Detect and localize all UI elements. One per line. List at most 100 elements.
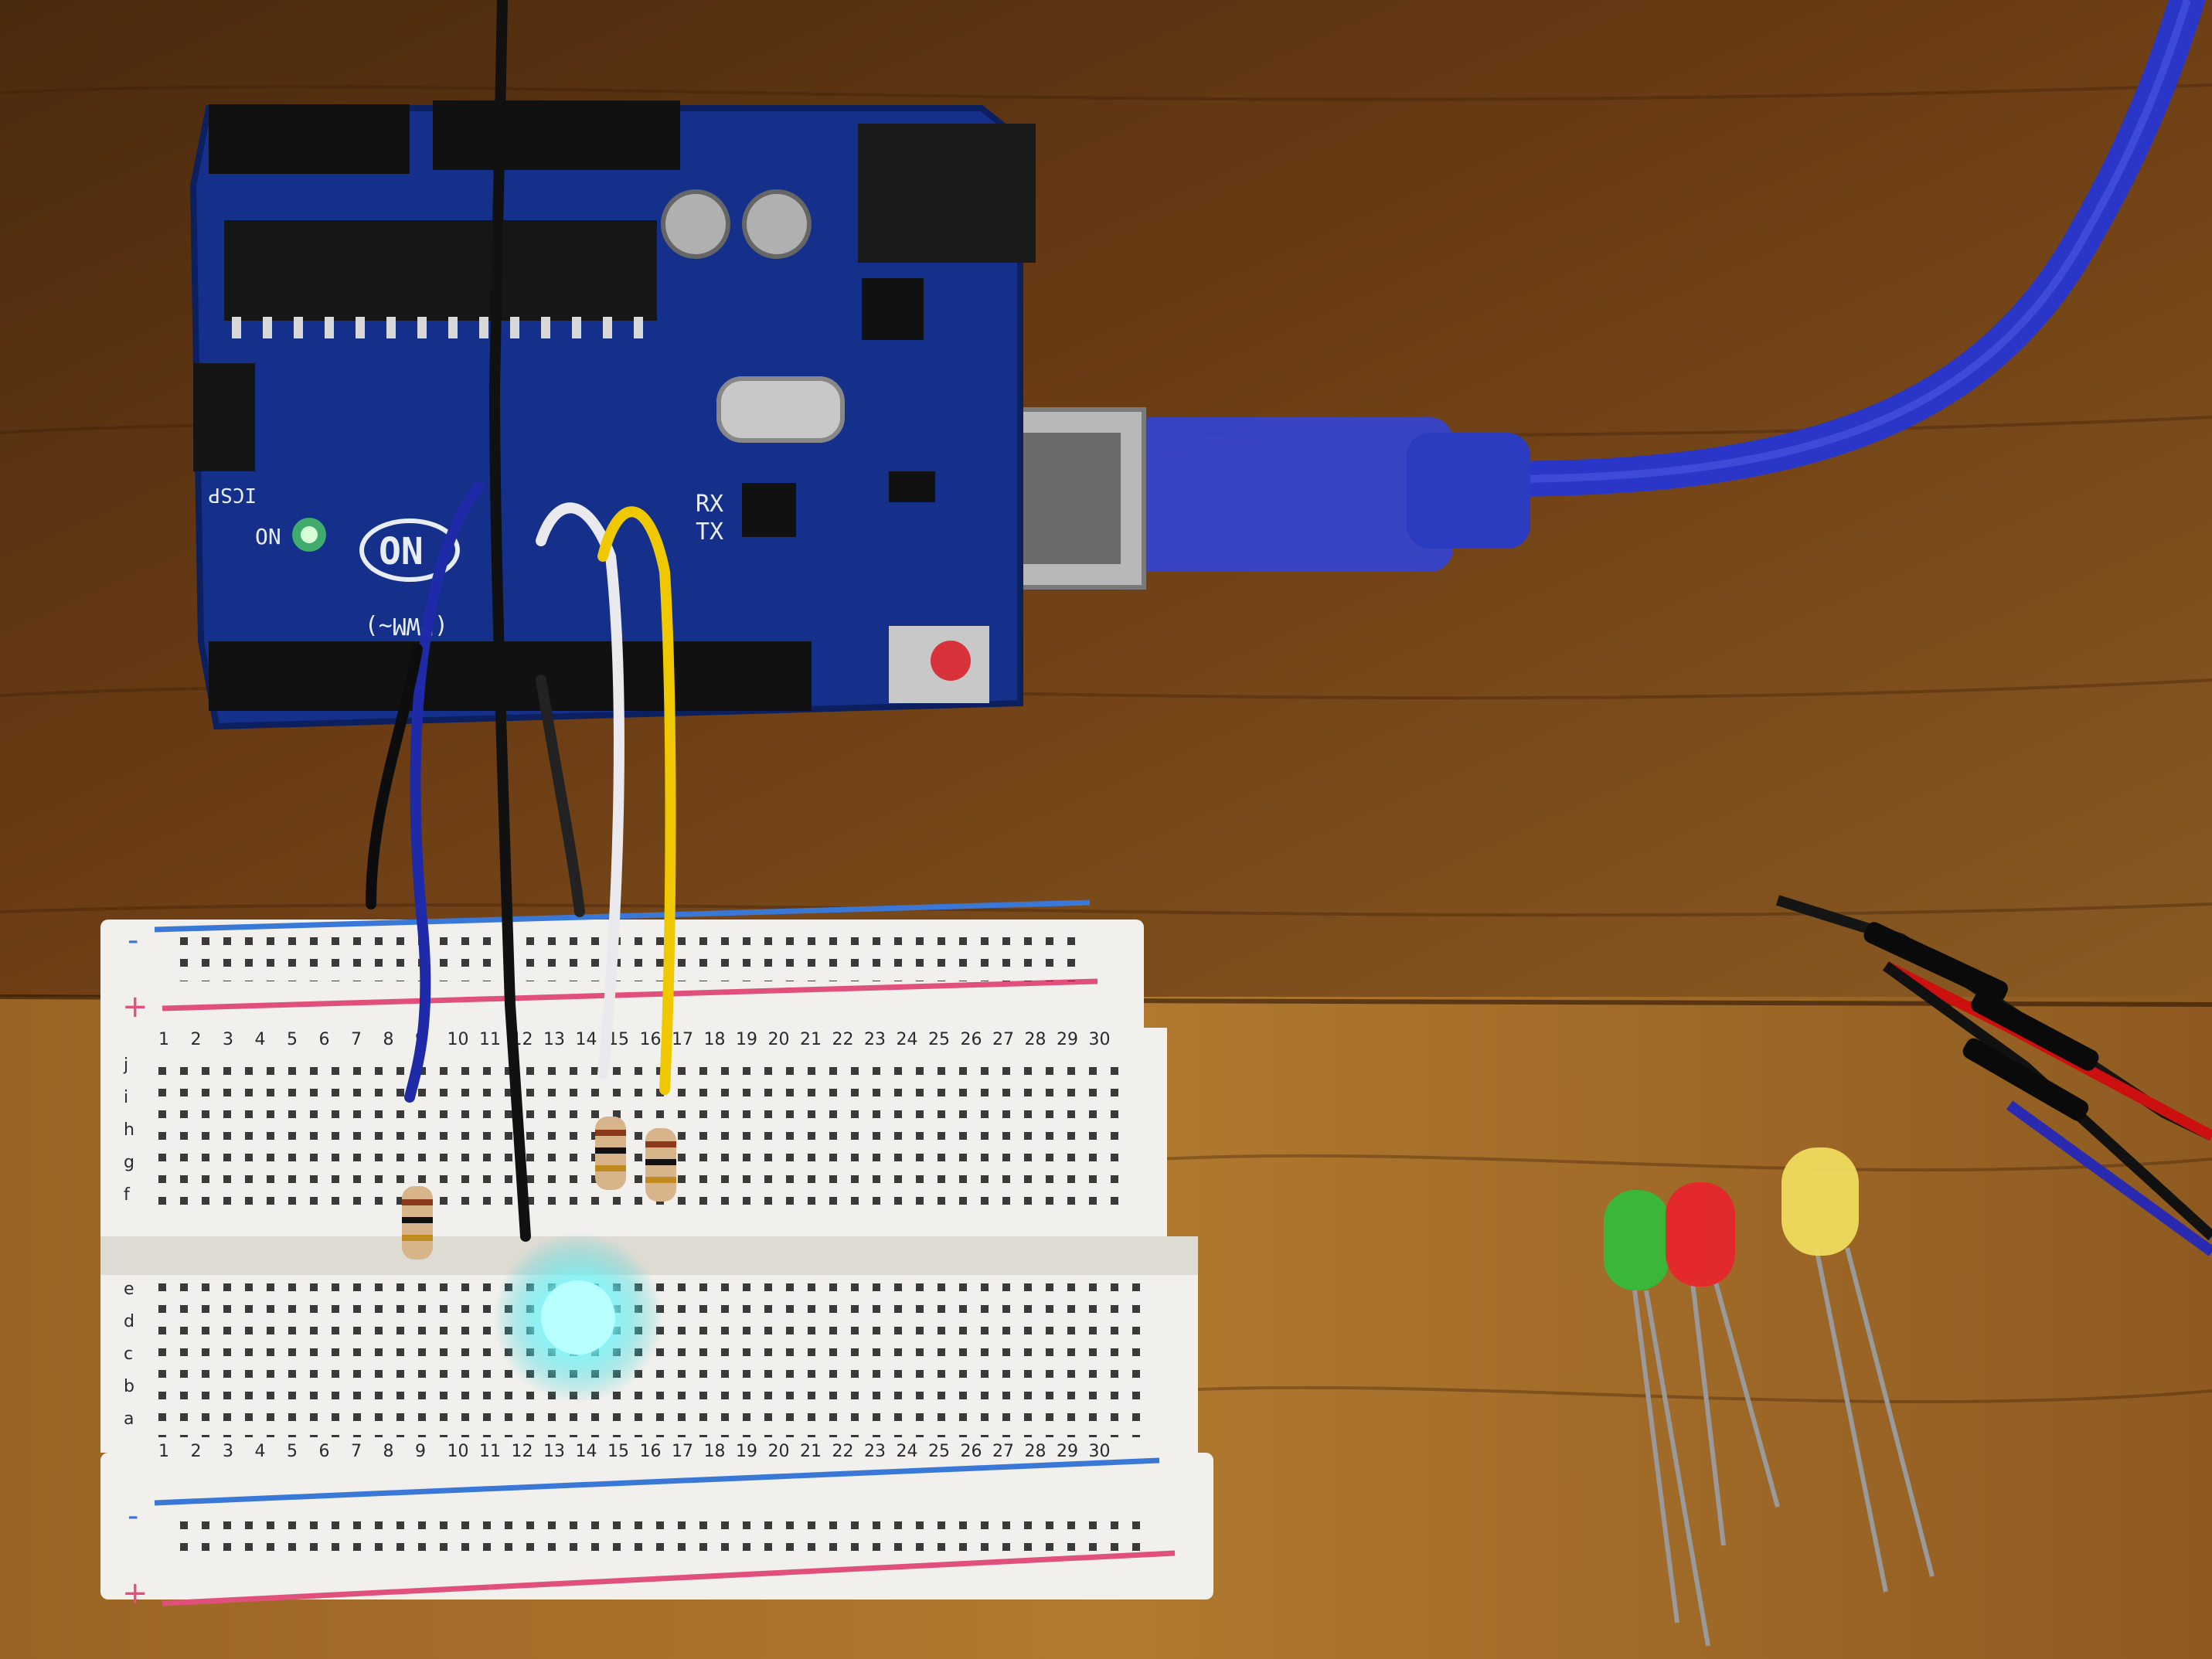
bottom-rail-holes (178, 1515, 1152, 1561)
column-number-top: 21 (800, 1030, 822, 1049)
column-number-top: 1 (158, 1030, 169, 1049)
column-number-bottom: 24 (897, 1442, 918, 1461)
icsp-header (193, 363, 255, 471)
column-number-bottom: 5 (287, 1442, 298, 1461)
top-rail-blue-line (154, 899, 1091, 933)
bottom-rail-plus: + (122, 1576, 148, 1611)
column-number-bottom: 8 (383, 1442, 394, 1461)
digital-header (209, 641, 812, 711)
column-number-top: 5 (287, 1030, 298, 1049)
dc-power-jack (858, 124, 1036, 263)
analog-header (209, 104, 410, 174)
capacitor (742, 189, 812, 259)
column-numbers: 1122334455667788991010111112121313141415… (158, 1030, 1111, 1461)
column-number-bottom: 26 (961, 1442, 982, 1461)
rx-label: RX (696, 491, 723, 518)
pwm-label: (PWM~) (365, 612, 448, 639)
column-number-bottom: 18 (704, 1442, 726, 1461)
board-logo (359, 518, 460, 582)
column-number-top: 7 (351, 1030, 362, 1049)
usb-plug-body (1128, 417, 1453, 572)
column-number-bottom: 11 (479, 1442, 501, 1461)
jumper-wires (366, 0, 676, 1242)
bottom-rail-minus: - (128, 1498, 138, 1534)
column-number-bottom: 22 (832, 1442, 854, 1461)
icsp-label: ICSP (208, 483, 257, 506)
column-number-top: 24 (897, 1030, 918, 1049)
column-number-top: 4 (255, 1030, 266, 1049)
column-number-bottom: 4 (255, 1442, 266, 1461)
svg-text:g: g (124, 1153, 134, 1172)
column-number-bottom: 29 (1057, 1442, 1078, 1461)
column-number-top: 3 (223, 1030, 233, 1049)
column-number-bottom: 9 (415, 1442, 426, 1461)
svg-text:b: b (124, 1377, 134, 1396)
svg-text:h: h (124, 1120, 134, 1140)
column-number-bottom: 12 (512, 1442, 533, 1461)
power-header (433, 100, 680, 170)
column-number-bottom: 30 (1089, 1442, 1111, 1461)
column-number-bottom: 25 (928, 1442, 950, 1461)
capacitor (661, 189, 730, 259)
top-rail-plus: + (122, 989, 148, 1025)
column-number-bottom: 21 (800, 1442, 822, 1461)
svg-text:d: d (124, 1312, 134, 1331)
column-number-top: 10 (448, 1030, 469, 1049)
column-number-bottom: 10 (448, 1442, 469, 1461)
column-number-bottom: 6 (319, 1442, 330, 1461)
top-rail-holes (170, 935, 1082, 981)
column-number-top: 18 (704, 1030, 726, 1049)
column-number-top: 8 (383, 1030, 394, 1049)
column-number-top: 19 (736, 1030, 757, 1049)
column-number-top: 27 (992, 1030, 1014, 1049)
yellow-led (1782, 1147, 1935, 1593)
arduino-uno-board: ICSP ON RX TX ON (PWM~) (189, 100, 1036, 730)
loose-leds (1604, 1147, 1935, 1647)
column-number-top: 25 (928, 1030, 950, 1049)
column-number-top: 23 (864, 1030, 886, 1049)
microcontroller-chip (224, 220, 657, 321)
svg-text:j: j (123, 1056, 128, 1075)
svg-text:e: e (124, 1280, 134, 1299)
column-number-bottom: 3 (223, 1442, 233, 1461)
column-number-bottom: 13 (543, 1442, 565, 1461)
column-number-bottom: 28 (1025, 1442, 1046, 1461)
reset-button (931, 641, 971, 681)
loose-jumper-wires (1775, 895, 2212, 1256)
column-number-top: 29 (1057, 1030, 1078, 1049)
column-number-bottom: 16 (640, 1442, 662, 1461)
column-number-top: 28 (1025, 1030, 1046, 1049)
top-rail-minus: - (128, 923, 138, 958)
column-number-top: 2 (191, 1030, 202, 1049)
column-number-bottom: 23 (864, 1442, 886, 1461)
column-number-bottom: 15 (607, 1442, 629, 1461)
column-number-top: 16 (640, 1030, 662, 1049)
column-number-top: 14 (576, 1030, 597, 1049)
column-number-top: 11 (479, 1030, 501, 1049)
bottom-rail-blue-line (154, 1457, 1160, 1506)
white-wire (536, 502, 624, 1079)
column-number-bottom: 17 (672, 1442, 693, 1461)
column-number-bottom: 20 (768, 1442, 790, 1461)
breadboard: - + - + j i h g f e d c b a 112233445566… (100, 899, 1213, 1611)
rgb-led (541, 1280, 615, 1355)
svg-text:a: a (124, 1409, 134, 1429)
usb-interface-chip (742, 483, 796, 537)
bottom-rail-red-line (162, 1550, 1176, 1606)
column-number-top: 6 (319, 1030, 330, 1049)
resistors (402, 1117, 676, 1260)
svg-text:c: c (124, 1345, 133, 1364)
yellow-wire (597, 506, 676, 1095)
column-number-top: 30 (1089, 1030, 1111, 1049)
red-led (1666, 1182, 1780, 1546)
column-number-top: 13 (543, 1030, 565, 1049)
tx-label: TX (696, 518, 723, 546)
top-rail-red-line (162, 978, 1098, 1011)
crystal-oscillator (716, 376, 845, 443)
row-letters-top: j i h g f (123, 1056, 134, 1205)
column-number-top: 26 (961, 1030, 982, 1049)
column-number-top: 20 (768, 1030, 790, 1049)
power-led (301, 526, 318, 543)
svg-text:f: f (124, 1185, 131, 1205)
